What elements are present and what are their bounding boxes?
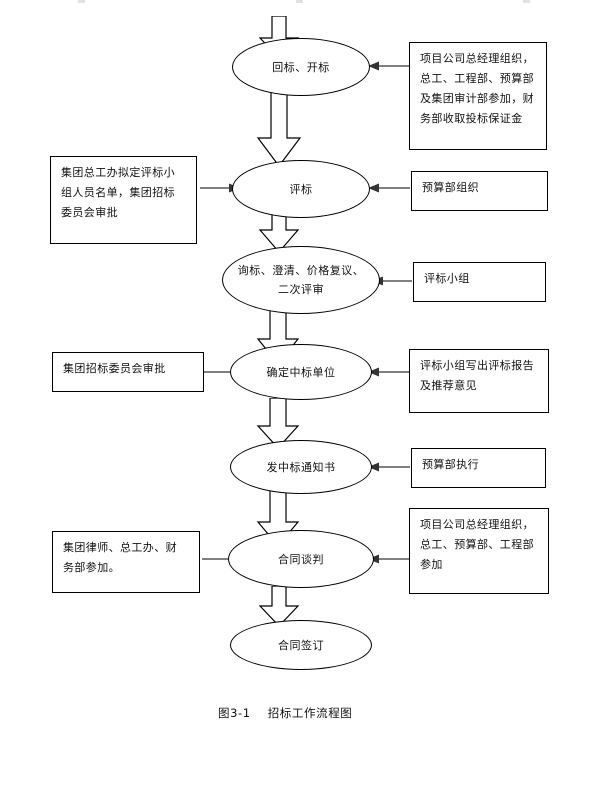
flow-node-label: 询标、澄清、价格复议、 二次评审 xyxy=(237,264,365,296)
flow-node-label: 合同签订 xyxy=(278,638,324,652)
connector-a9-to-node6 xyxy=(368,553,410,565)
annotation-box-right-node3[interactable]: 评标小组 xyxy=(413,262,546,302)
crop-mark-top-right xyxy=(523,0,530,3)
connector-a3-to-node2 xyxy=(368,182,410,194)
flow-node-label: 合同谈判 xyxy=(278,552,324,566)
block-arrow-hetongtanpan-to-hetongqianding xyxy=(258,586,300,628)
annotation-text: 预算部执行 xyxy=(422,458,479,471)
flow-node-hetong-qianding[interactable]: 合同签订 xyxy=(230,620,372,670)
flow-node-label: 评标 xyxy=(289,182,313,196)
annotation-box-right-node4[interactable]: 评标小组写出评标报告 及推荐意见 xyxy=(409,349,549,413)
annotation-box-left-node2[interactable]: 集团总工办拟定评标小 组人员名单，集团招标 委员会审批 xyxy=(50,156,197,244)
annotation-text: 评标小组写出评标报告 及推荐意见 xyxy=(420,359,534,392)
connector-a7-to-node5 xyxy=(368,461,410,473)
flow-node-queding-zhongbiao-danwei[interactable]: 确定中标单位 xyxy=(230,344,372,400)
annotation-box-right-node6[interactable]: 项目公司总经理组织， 总工、预算部、工程部 参加 xyxy=(409,508,549,594)
crop-mark-top-left xyxy=(78,0,85,3)
flow-node-pingbiao[interactable]: 评标 xyxy=(232,160,370,218)
block-arrow-huibiao-to-pingbiao xyxy=(256,86,302,168)
annotation-text: 集团总工办拟定评标小 组人员名单，集团招标 委员会审批 xyxy=(61,166,175,219)
connector-a6-to-node4 xyxy=(368,366,410,378)
annotation-box-right-node5[interactable]: 预算部执行 xyxy=(411,448,546,488)
flow-node-fa-zhongbiao-tongzhishu[interactable]: 发中标通知书 xyxy=(230,440,372,494)
annotation-box-left-node4[interactable]: 集团招标委员会审批 xyxy=(52,352,204,392)
annotation-text: 预算部组织 xyxy=(422,181,479,194)
flow-node-xunbiao-chengqing[interactable]: 询标、澄清、价格复议、 二次评审 xyxy=(222,246,380,314)
flow-node-label: 发中标通知书 xyxy=(266,460,336,474)
annotation-text: 项目公司总经理组织， 总工、预算部、工程部 参加 xyxy=(420,518,534,571)
figure-caption: 图3-1 招标工作流程图 xyxy=(218,706,353,720)
annotation-text: 项目公司总经理组织， 总工、工程部、预算部 及集团审计部参加，财 务部收取投标保… xyxy=(420,52,534,125)
flow-node-hetong-tanpan[interactable]: 合同谈判 xyxy=(228,530,374,588)
flow-node-label: 确定中标单位 xyxy=(266,365,336,379)
annotation-text: 评标小组 xyxy=(424,272,470,285)
annotation-text: 集团律师、总工办、财 务部参加。 xyxy=(63,541,177,574)
crop-mark-top-center xyxy=(296,0,303,3)
annotation-text: 集团招标委员会审批 xyxy=(63,362,166,375)
connector-a1-to-node1 xyxy=(368,60,412,72)
annotation-box-left-node6[interactable]: 集团律师、总工办、财 务部参加。 xyxy=(52,531,200,593)
annotation-box-right-node2[interactable]: 预算部组织 xyxy=(411,171,548,211)
annotation-box-right-node1[interactable]: 项目公司总经理组织， 总工、工程部、预算部 及集团审计部参加，财 务部收取投标保… xyxy=(409,42,547,150)
flow-node-huibiao-kaibiao[interactable]: 回标、开标 xyxy=(232,38,370,96)
block-arrow-quedingzhongbiao-to-fazhongbiao xyxy=(256,398,300,450)
flow-node-label: 回标、开标 xyxy=(272,60,330,74)
